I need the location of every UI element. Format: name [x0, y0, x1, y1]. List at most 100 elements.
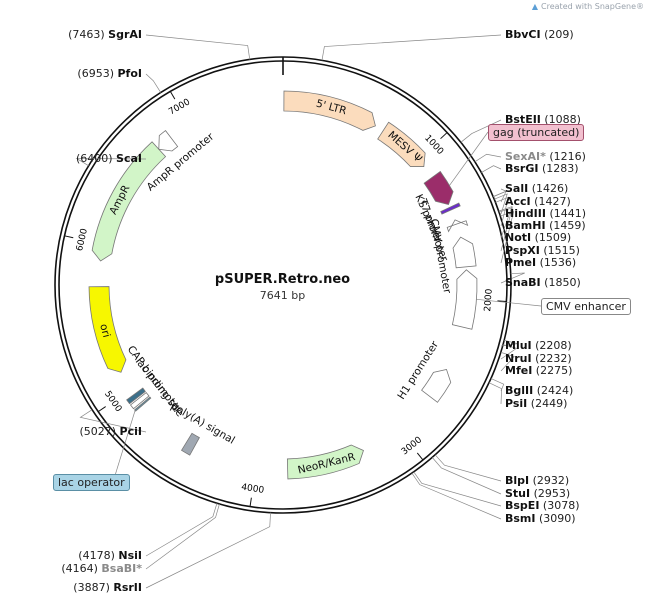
leader-pmei [500, 211, 515, 264]
site-label-rsrii[interactable]: (3887) RsrII [73, 581, 142, 595]
feature-label-ori: ori [97, 323, 112, 339]
plasmid-size: 7641 bp [259, 289, 306, 302]
site-position: (3887) [73, 581, 110, 594]
site-label-blpi[interactable]: BlpI (2932) [505, 474, 569, 488]
site-label-pcii[interactable]: (5027) PciI [79, 425, 142, 439]
plasmid-backbone [54, 56, 512, 514]
leader-sexai [474, 153, 502, 163]
site-label-sexai[interactable]: SexAI* (1216) [505, 150, 586, 164]
feature-h1-promoter [421, 368, 452, 403]
leader-blpi [434, 454, 502, 482]
site-label-pspxi[interactable]: PspXI (1515) [505, 244, 580, 258]
site-position: (6953) [77, 67, 114, 80]
callout-leader-lac-operator [112, 410, 136, 483]
callout-leader-cmv-enhancer [476, 298, 542, 307]
site-label-bbvci[interactable]: BbvCI (209) [505, 28, 574, 42]
site-label-stui[interactable]: StuI (2953) [505, 487, 570, 501]
site-name: PciI [119, 425, 142, 438]
site-label-mlui[interactable]: MluI (2208) [505, 339, 572, 353]
leader-hindiii [494, 193, 508, 215]
tick-label-6000: 6000 [75, 227, 90, 252]
site-label-sali[interactable]: SalI (1426) [505, 182, 568, 196]
site-label-pmei[interactable]: PmeI (1536) [505, 256, 576, 270]
site-name: PfoI [117, 67, 143, 80]
site-name: NotI [505, 231, 532, 244]
site-position: (5027) [79, 425, 117, 438]
site-name: BspEI [505, 499, 540, 512]
tick-mark-3000 [416, 452, 424, 461]
site-label-bsrgi[interactable]: BsrGI (1283) [505, 162, 579, 176]
site-name: PspXI [505, 244, 540, 257]
leader-bspei [413, 471, 502, 507]
site-name: ScaI [116, 152, 142, 165]
site-label-mfei[interactable]: MfeI (2275) [505, 364, 572, 378]
leader-pfoi [145, 73, 162, 93]
tick-label-5000: 5000 [102, 389, 123, 414]
site-label-bglii[interactable]: BglII (2424) [505, 384, 573, 398]
site-label-bamhi[interactable]: BamHI (1459) [505, 219, 586, 233]
site-position: (2449) [530, 397, 568, 410]
site-name: BlpI [505, 474, 530, 487]
feature-poly-a-signal [180, 432, 200, 456]
tick-label-3000: 3000 [400, 435, 424, 457]
site-position: (1283) [541, 162, 579, 175]
tick-mark-5000 [97, 406, 106, 413]
site-label-hindiii[interactable]: HindIII (1441) [505, 207, 586, 221]
tick-label-2000: 2000 [483, 288, 495, 312]
site-label-scai[interactable]: (6400) ScaI [76, 152, 142, 166]
snapgene-branding: ▲Created with SnapGene® [532, 2, 644, 11]
site-label-noti[interactable]: NotI (1509) [505, 231, 571, 245]
site-label-bsabi[interactable]: (4164) BsaBI* [61, 562, 142, 576]
site-label-nrui[interactable]: NruI (2232) [505, 352, 572, 366]
site-label-psii[interactable]: PsiI (2449) [505, 397, 567, 411]
site-position: (1216) [549, 150, 586, 163]
leader-bsrgi [481, 165, 502, 173]
leader-mfei [500, 352, 515, 372]
feature-callout-gag-truncated[interactable]: gag (truncated) [488, 124, 585, 141]
feature-callout-cmv-enhancer[interactable]: CMV enhancer [541, 298, 631, 315]
site-position: (1427) [534, 195, 571, 208]
site-position: (1509) [534, 231, 572, 244]
site-name: MfeI [505, 364, 533, 377]
site-name: MluI [505, 339, 532, 352]
site-name: PsiI [505, 397, 528, 410]
feature-neor-kanr [286, 444, 364, 480]
leader-acci [493, 190, 507, 203]
site-position: (1536) [539, 256, 577, 269]
site-label-pfoi[interactable]: (6953) PfoI [77, 67, 142, 81]
site-label-sgrai[interactable]: (7463) SgrAI [68, 28, 142, 42]
site-position: (3078) [542, 499, 580, 512]
leader-sgrai [145, 34, 251, 60]
feature-ampr [91, 141, 167, 262]
site-position: (1459) [549, 219, 586, 232]
site-label-bsmi[interactable]: BsmI (3090) [505, 512, 576, 526]
feature-callout-lac-operator[interactable]: lac operator [53, 474, 130, 491]
leader-noti [498, 206, 513, 239]
plasmid-name: pSUPER.Retro.neo [214, 272, 351, 287]
leader-bsmi [411, 472, 502, 520]
feature-lac-promoter [129, 392, 150, 410]
site-label-acci[interactable]: AccI (1427) [505, 195, 571, 209]
tick-label-4000: 4000 [241, 483, 265, 496]
site-name: HindIII [505, 207, 546, 220]
site-name: StuI [505, 487, 531, 500]
feature-5-ltr [283, 90, 376, 131]
site-name: PmeI [505, 256, 537, 269]
feature-cap-binding-site [126, 387, 146, 405]
site-label-bsteii[interactable]: BstEII (1088) [505, 113, 581, 127]
site-position: (2275) [535, 364, 573, 377]
site-position: (1088) [544, 113, 581, 126]
site-label-bspei[interactable]: BspEI (3078) [505, 499, 580, 513]
site-name: SgrAI [108, 28, 142, 41]
site-label-snabi[interactable]: SnaBI (1850) [505, 276, 581, 290]
site-label-nsii[interactable]: (4178) NsiI [78, 549, 142, 563]
feature-ks-primer [440, 202, 461, 215]
leader-bsabi [145, 503, 220, 570]
tick-mark-6000 [64, 235, 74, 239]
site-position: (1850) [544, 276, 581, 289]
site-name: BsmI [505, 512, 536, 525]
site-position: (2932) [532, 474, 570, 487]
site-position: (7463) [68, 28, 105, 41]
site-name: BsrGI [505, 162, 539, 175]
